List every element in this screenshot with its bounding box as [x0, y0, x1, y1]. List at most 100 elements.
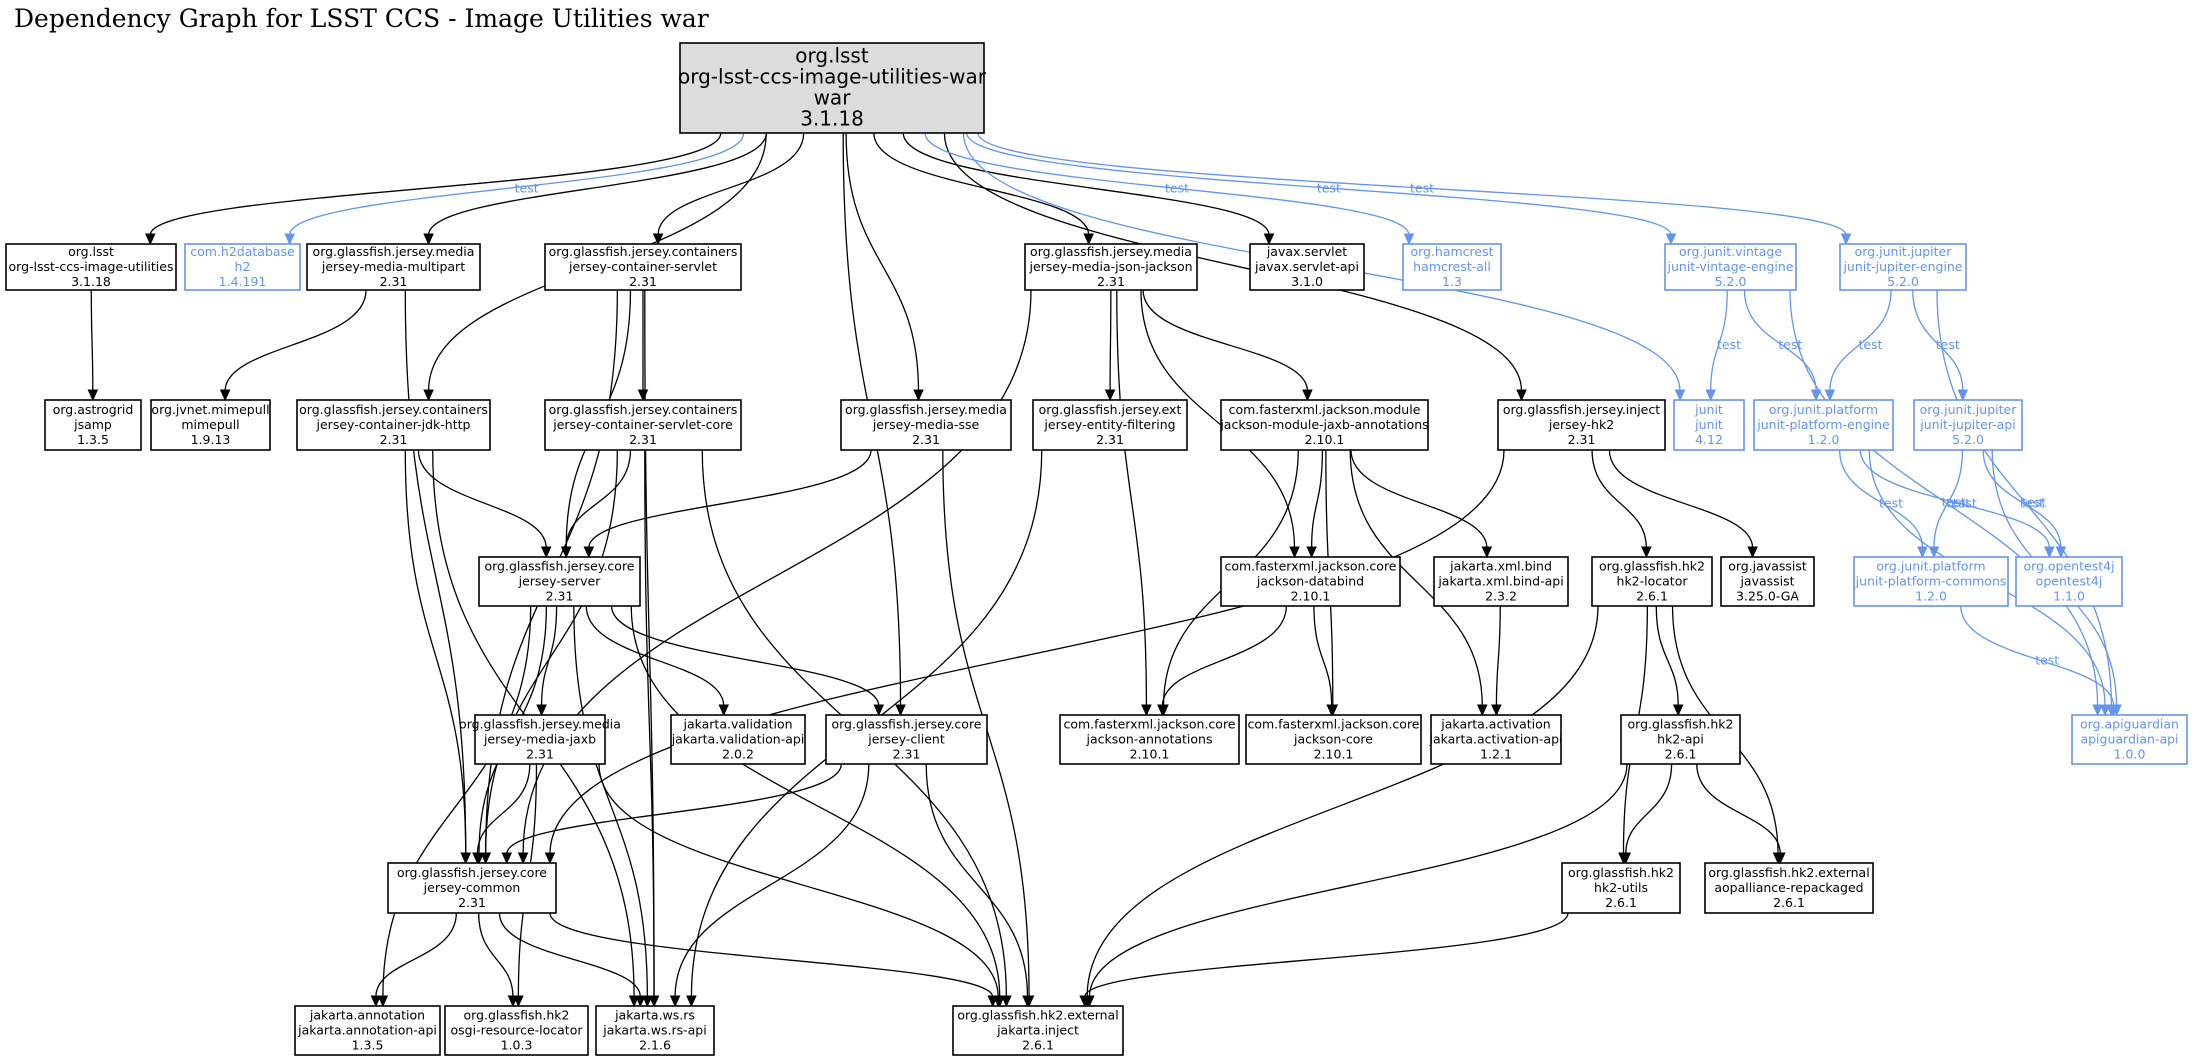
edge-line [943, 132, 1523, 392]
node-jersey-server[interactable]: org.glassfish.jersey.corejersey-server2.… [478, 556, 641, 607]
edge-jupiter-engine-to-platform-engine: test [1824, 289, 1892, 402]
node-label-line: 2.31 [1568, 432, 1596, 447]
edge-line [498, 912, 642, 998]
node-jackson-annotations[interactable]: com.fasterxml.jackson.corejackson-annota… [1059, 714, 1240, 765]
node-label-line: org.lsst [795, 43, 869, 67]
node-servlet-core[interactable]: org.glassfish.jersey.containersjersey-co… [544, 399, 742, 451]
edge-hk2-api-to-hk2-utils [1620, 763, 1673, 865]
node-json-jackson[interactable]: org.glassfish.jersey.mediajersey-media-j… [1024, 243, 1198, 291]
node-platform-commons[interactable]: org.junit.platformjunit-platform-commons… [1853, 556, 2009, 607]
edge-line [417, 449, 547, 549]
node-jakarta-inject[interactable]: org.glassfish.hk2.externaljakarta.inject… [952, 1005, 1124, 1056]
edge-line [478, 912, 514, 998]
edge-line [845, 132, 920, 392]
edge-jupiter-api-to-opentest4j: test [1982, 449, 2067, 559]
node-root[interactable]: org.lsstorg-lsst-ccs-image-utilities-war… [678, 42, 987, 134]
node-validation-api[interactable]: jakarta.validationjakarta.validation-api… [670, 714, 806, 765]
node-osgi-locator[interactable]: org.glassfish.hk2osgi-resource-locator1.… [444, 1005, 589, 1056]
edge-vintage-to-junit: test [1705, 289, 1741, 402]
arrowhead-icon [284, 233, 295, 246]
node-label-line: org.glassfish.jersey.media [459, 717, 621, 732]
edge-scope-label: test [1778, 337, 1802, 352]
arrowhead-icon [1747, 546, 1758, 559]
node-jersey-common[interactable]: org.glassfish.jersey.corejersey-common2.… [387, 862, 557, 914]
edge-line [149, 132, 722, 236]
edge-jdk-http-to-jersey-common [404, 449, 471, 865]
node-label-line: org-lsst-ccs-image-utilities [9, 259, 174, 274]
node-container-servlet[interactable]: org.glassfish.jersey.containersjersey-co… [544, 243, 742, 291]
node-label-line: jersey-media-jaxb [483, 732, 596, 747]
node-platform-engine[interactable]: org.junit.platformjunit-platform-engine1… [1753, 399, 1894, 451]
node-jersey-client[interactable]: org.glassfish.jersey.corejersey-client2.… [825, 714, 988, 765]
node-databind[interactable]: com.fasterxml.jackson.corejackson-databi… [1220, 556, 1401, 607]
node-label-line: com.h2database [190, 244, 295, 259]
node-label-line: 2.10.1 [1305, 432, 1345, 447]
arrowhead-icon [2092, 704, 2103, 717]
edge-line [674, 763, 870, 998]
edge-line [657, 132, 805, 236]
node-label-line: 1.3.5 [77, 432, 109, 447]
edge-line [1960, 605, 2115, 707]
arrowhead-icon [1491, 704, 1502, 717]
node-label-line: jersey-media-multipart [321, 259, 465, 274]
node-label-line: 1.3.5 [352, 1038, 384, 1053]
node-label-line: war [814, 85, 852, 109]
node-media-jaxb[interactable]: org.glassfish.jersey.mediajersey-media-j… [459, 714, 621, 765]
edge-jaxb-annotations-to-databind [1306, 449, 1324, 559]
node-lsst-utils[interactable]: org.lsstorg-lsst-ccs-image-utilities3.1.… [5, 243, 177, 291]
node-entity-filtering[interactable]: org.glassfish.jersey.extjersey-entity-fi… [1032, 399, 1188, 451]
node-label-line: jackson-core [1293, 732, 1373, 747]
node-multipart[interactable]: org.glassfish.jersey.mediajersey-media-m… [306, 243, 481, 291]
edge-line [1310, 449, 1324, 549]
node-jersey-hk2[interactable]: org.glassfish.jersey.injectjersey-hk22.3… [1497, 399, 1666, 451]
node-label-line: 2.31 [912, 432, 940, 447]
node-jupiter-engine[interactable]: org.junit.jupiterjunit-jupiter-engine5.2… [1839, 243, 1967, 291]
edge-line [1859, 449, 2051, 549]
node-label-line: org.glassfish.hk2 [464, 1008, 570, 1023]
node-label-line: junit-platform-engine [1756, 417, 1890, 432]
node-sse[interactable]: org.glassfish.jersey.mediajersey-media-s… [840, 399, 1012, 451]
edge-json-jackson-to-entity-filtering [1104, 289, 1116, 402]
arrowhead-icon [1104, 389, 1116, 402]
arrowhead-icon [423, 389, 434, 402]
node-label-line: 2.31 [1096, 432, 1124, 447]
arrowhead-icon [1810, 389, 1822, 402]
node-label-line: jakarta.annotation [309, 1008, 425, 1023]
node-jaxb-annotations[interactable]: com.fasterxml.jackson.modulejackson-modu… [1219, 399, 1429, 451]
node-activation-api[interactable]: jakarta.activationjakarta.activation-api… [1429, 714, 1563, 765]
edge-scope-label: test [1953, 496, 1977, 511]
node-jackson-core[interactable]: com.fasterxml.jackson.corejackson-core2.… [1245, 714, 1422, 765]
node-label-line: org.hamcrest [1410, 244, 1493, 259]
node-label-line: org.glassfish.jersey.media [845, 402, 1007, 417]
node-label-line: jakarta.xml.bind-api [1437, 574, 1563, 589]
edge-multipart-to-mimepull [219, 289, 367, 402]
edge-jersey-hk2-to-hk2-locator [1591, 449, 1652, 559]
node-label-line: jackson-databind [1256, 574, 1364, 589]
node-box [44, 399, 142, 451]
arrowhead-icon [544, 852, 556, 865]
node-jdk-http[interactable]: org.glassfish.jersey.containersjersey-co… [296, 399, 491, 451]
node-bind-api[interactable]: jakarta.xml.bindjakarta.xml.bind-api2.3.… [1433, 556, 1569, 607]
arrowhead-icon [635, 995, 646, 1008]
arrowhead-icon [1022, 995, 1033, 1008]
node-label-line: org.junit.jupiter [1920, 402, 2018, 417]
edge-jersey-client-to-jakarta-inject [925, 763, 1033, 1008]
node-aopalliance[interactable]: org.glassfish.hk2.externalaopalliance-re… [1704, 862, 1874, 914]
node-vintage[interactable]: org.junit.vintagejunit-vintage-engine5.2… [1664, 243, 1797, 291]
node-label-line: 2.31 [629, 432, 657, 447]
node-annotation-api[interactable]: jakarta.annotationjakarta.annotation-api… [294, 1005, 441, 1056]
